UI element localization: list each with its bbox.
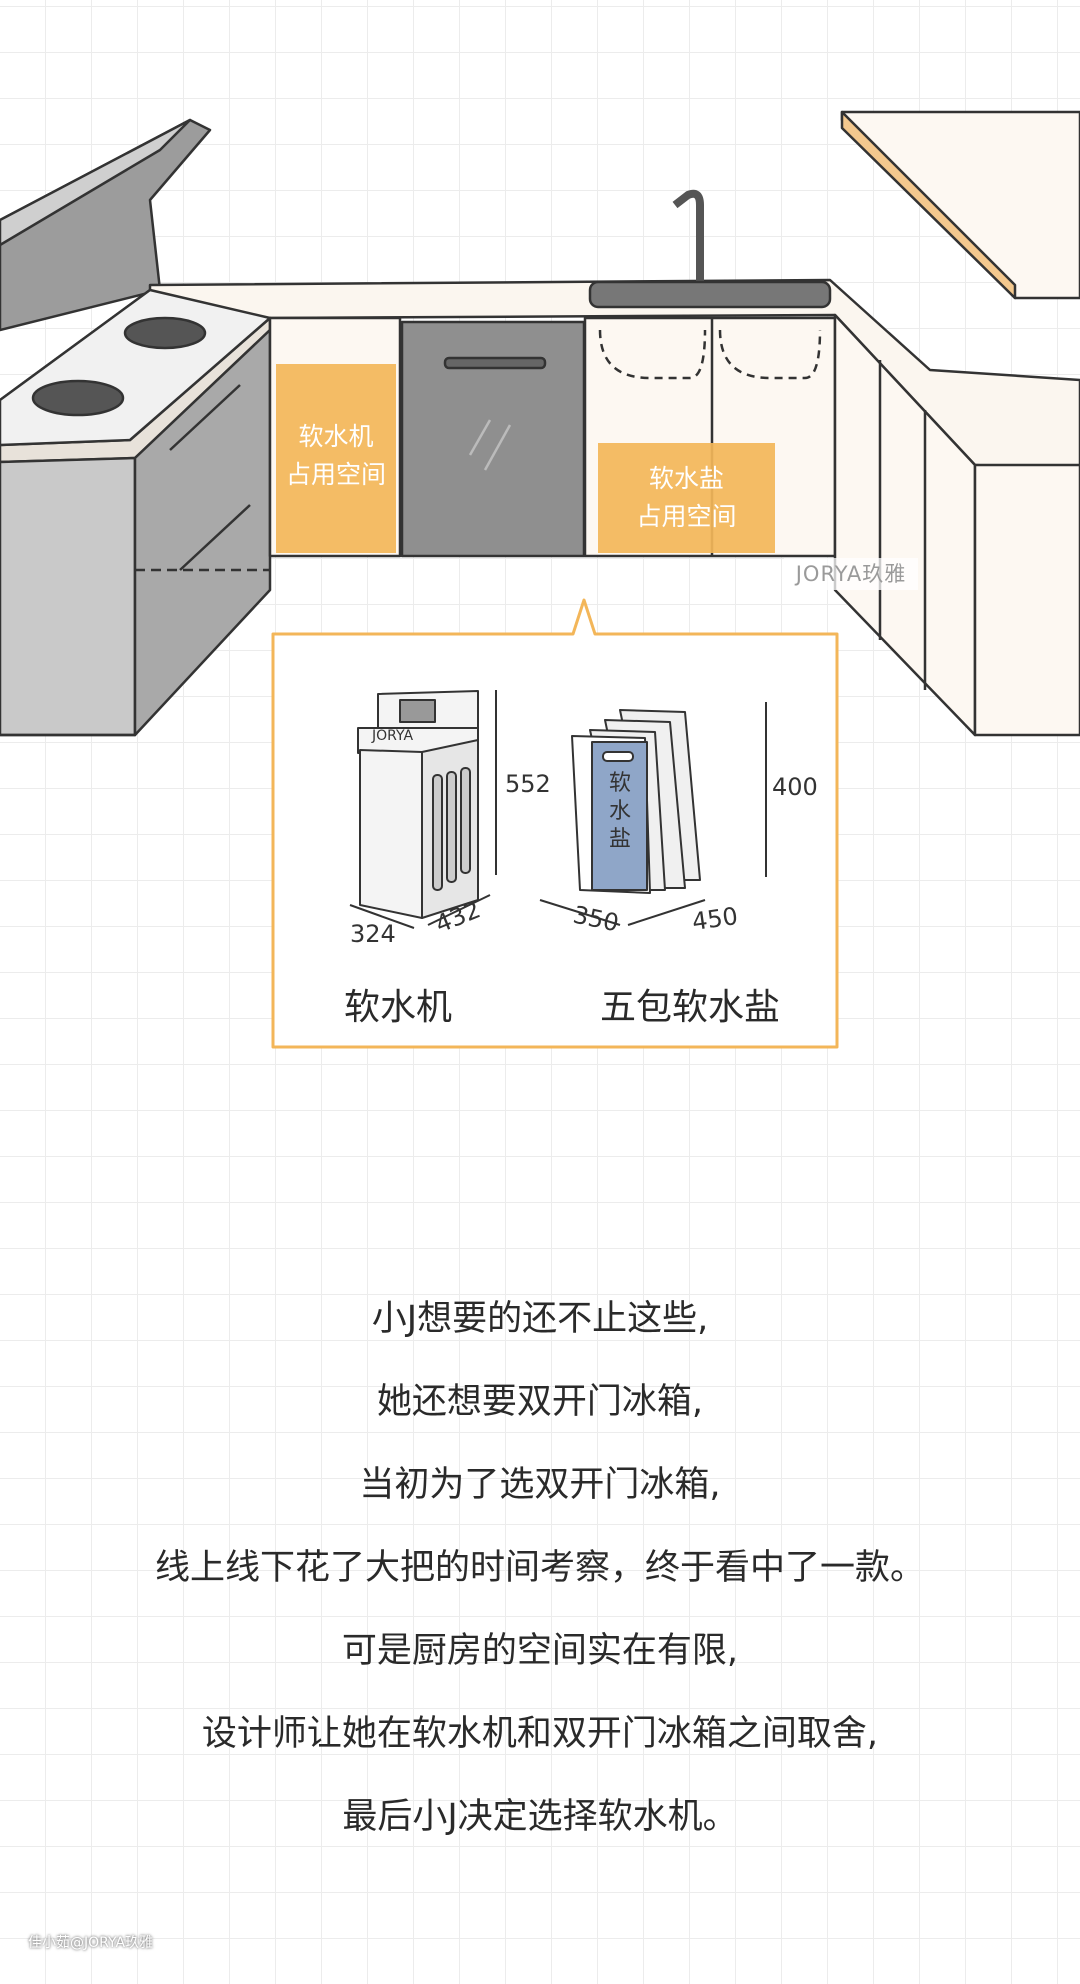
range-hood [0,118,212,332]
label-line: 软水盐 [648,464,724,493]
softener-caption: 软水机 [344,987,453,1028]
bag-char: 盐 [608,827,631,852]
label-line: 软水机 [298,422,374,451]
salt-bags-drawing [539,702,767,926]
story-line: 可是厨房的空间实在有限, [341,1631,739,1671]
story-line: 设计师让她在软水机和双开门冰箱之间取舍, [201,1714,879,1754]
story-line: 当初为了选双开门冰箱, [359,1465,721,1505]
dishwasher [400,320,586,558]
softener-space-label: 软水机 占用空间 [276,418,396,494]
story-line: 最后小J决定选择软水机。 [342,1797,738,1837]
bag-char: 水 [608,799,631,824]
brand-tag: JORYA玖雅 [784,558,918,590]
label-line: 占用空间 [636,502,737,531]
label-line: 占用空间 [285,460,386,489]
watermark: 佳小茹@JORYA玖雅 [28,1935,154,1951]
softener-height: 552 [505,770,551,798]
story-line: 她还想要双开门冰箱, [376,1382,704,1422]
story-line: 小J想要的还不止这些, [371,1299,709,1339]
stove-cabinet [0,288,272,737]
salt-space-label: 软水盐 占用空间 [598,460,775,536]
water-softener-drawing [349,690,497,929]
softener-space-highlight [276,364,396,553]
story-line: 线上线下花了大把的时间考察，终于看中了一款。 [154,1548,925,1588]
sink [588,189,832,309]
window [840,110,1080,300]
salt-space-highlight [598,443,775,553]
salt-height: 400 [772,773,818,801]
bag-char: 软 [608,771,631,796]
salt-caption: 五包软水盐 [600,987,781,1028]
story-text: 小J想要的还不止这些, 她还想要双开门冰箱, 当初为了选双开门冰箱, 线上线下花… [0,1278,1080,1859]
salt-bag-text: 软 水 盐 [605,770,635,854]
softener-brand: JORYA [372,728,414,744]
softener-width: 324 [350,920,396,948]
